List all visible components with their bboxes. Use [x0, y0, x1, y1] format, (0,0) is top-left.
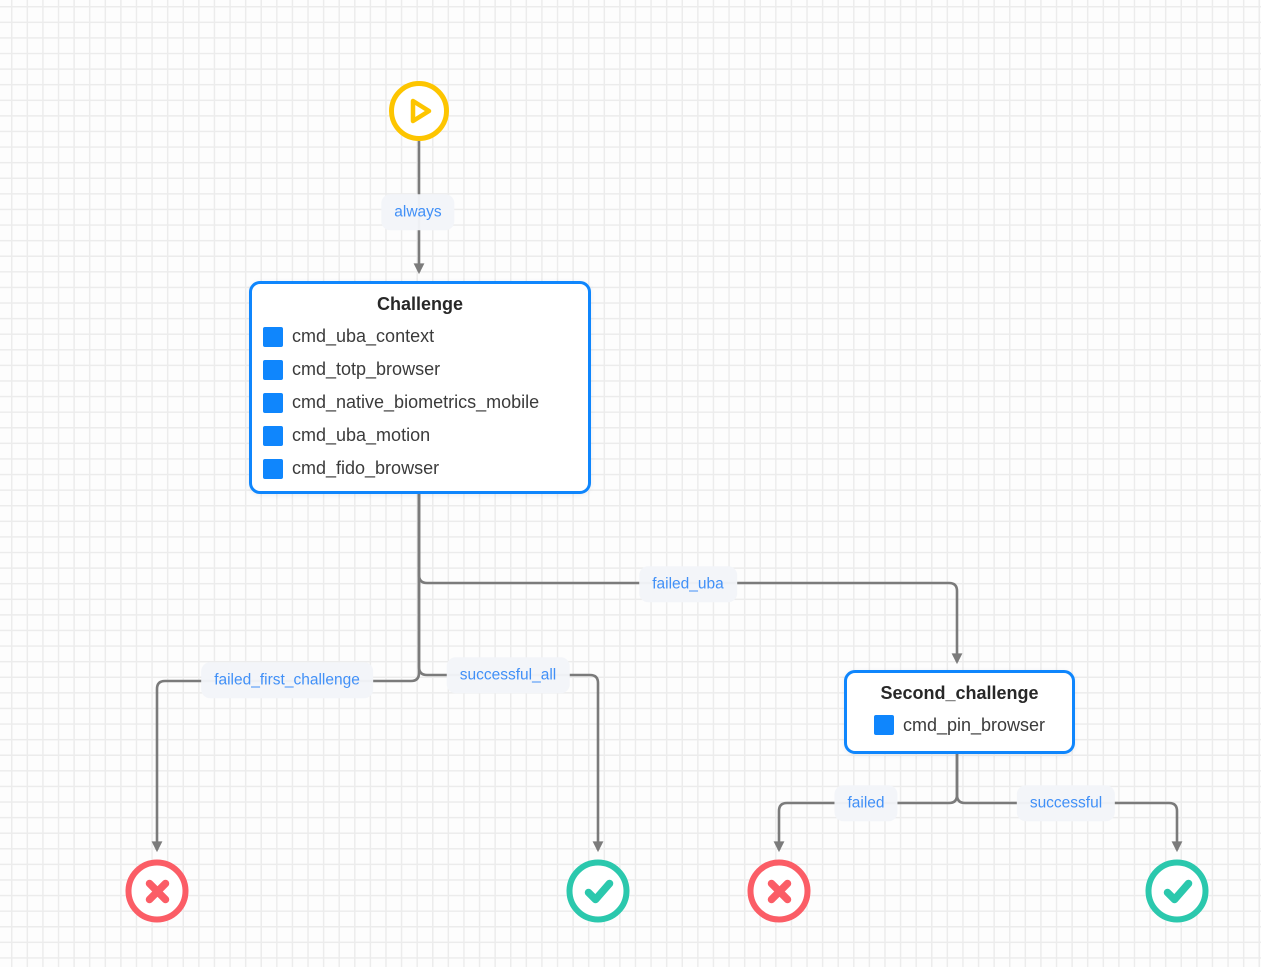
- end-node-success-left[interactable]: [566, 859, 630, 923]
- command-square-icon: [263, 392, 283, 413]
- node-challenge[interactable]: Challenge cmd_uba_context cmd_totp_brows…: [249, 281, 591, 494]
- command-label: cmd_pin_browser: [902, 714, 1046, 735]
- failure-x-icon: [145, 879, 169, 903]
- success-check-icon: [1163, 879, 1192, 903]
- end-node-success-right[interactable]: [1145, 859, 1209, 923]
- start-node[interactable]: [389, 81, 449, 141]
- end-node-failure-right[interactable]: [747, 859, 811, 923]
- command-item[interactable]: cmd_uba_context: [263, 320, 577, 353]
- command-label: cmd_fido_browser: [292, 458, 440, 478]
- success-check-icon: [584, 879, 613, 903]
- command-label: cmd_uba_motion: [292, 425, 431, 445]
- command-square-icon: [263, 359, 283, 380]
- edge-label-failed-uba[interactable]: failed_uba: [639, 566, 737, 602]
- edge-label-always[interactable]: always: [381, 194, 455, 230]
- failure-x-icon: [767, 879, 791, 903]
- command-label: cmd_native_biometrics_mobile: [292, 392, 540, 412]
- node-second-challenge[interactable]: Second_challenge cmd_pin_browser: [844, 670, 1075, 754]
- command-label: cmd_totp_browser: [292, 359, 441, 379]
- start-play-icon: [410, 98, 432, 124]
- command-label: cmd_uba_context: [292, 326, 435, 346]
- edge-label-successful[interactable]: successful: [1016, 785, 1116, 821]
- command-item[interactable]: cmd_pin_browser: [858, 709, 1061, 741]
- node-title: Challenge: [376, 294, 464, 314]
- edge-label-successful-all[interactable]: successful_all: [446, 657, 570, 693]
- end-node-failure-left[interactable]: [125, 859, 189, 923]
- command-item[interactable]: cmd_native_biometrics_mobile: [263, 386, 577, 419]
- edge-label-failed-first-challenge[interactable]: failed_first_challenge: [201, 662, 373, 698]
- node-title: Second_challenge: [880, 683, 1039, 703]
- command-item[interactable]: cmd_fido_browser: [263, 452, 577, 485]
- command-square-icon: [873, 715, 894, 735]
- command-square-icon: [263, 425, 283, 446]
- command-item[interactable]: cmd_uba_motion: [263, 419, 577, 452]
- edge-label-failed[interactable]: failed: [834, 785, 898, 821]
- command-item[interactable]: cmd_totp_browser: [263, 353, 577, 386]
- command-square-icon: [263, 326, 283, 347]
- command-square-icon: [263, 458, 283, 479]
